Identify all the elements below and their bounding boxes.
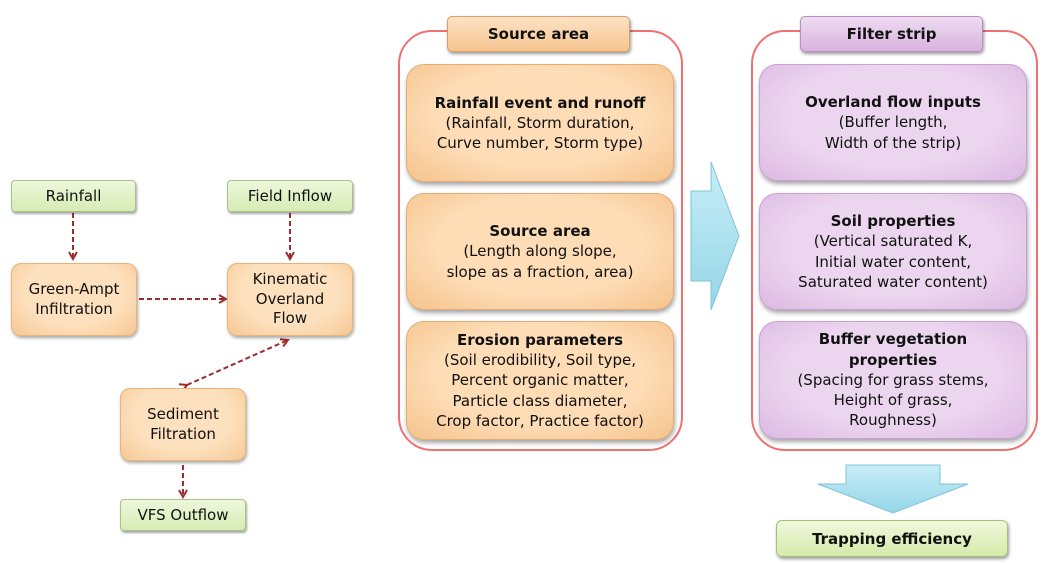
box-title: Buffer vegetation bbox=[818, 330, 968, 349]
sediment-line: Filtration bbox=[150, 424, 216, 443]
box-line: Initial water content, bbox=[815, 252, 971, 271]
down-arrow-icon bbox=[817, 464, 969, 514]
green-ampt-box: Green-Ampt Infiltration bbox=[11, 263, 137, 336]
erosion-parameters-box: Erosion parameters (Soil erodibility, So… bbox=[406, 321, 674, 440]
box-line: Particle class diameter, bbox=[452, 391, 628, 410]
box-title: Rainfall event and runoff bbox=[434, 93, 646, 112]
box-line: (Spacing for grass stems, bbox=[797, 370, 989, 389]
box-title: properties bbox=[848, 350, 938, 369]
rainfall-box: Rainfall bbox=[11, 180, 136, 212]
kinematic-line: Kinematic bbox=[252, 270, 328, 289]
soil-properties-box: Soil properties (Vertical saturated K, I… bbox=[759, 193, 1027, 310]
source-area-header-label: Source area bbox=[487, 25, 590, 43]
box-title: Erosion parameters bbox=[456, 330, 624, 349]
rainfall-label: Rainfall bbox=[45, 187, 102, 205]
trapping-efficiency-box: Trapping efficiency bbox=[776, 520, 1008, 557]
kinematic-overland-flow-box: Kinematic Overland Flow bbox=[227, 263, 353, 336]
field-inflow-label: Field Inflow bbox=[247, 187, 333, 205]
box-line: (Vertical saturated K, bbox=[813, 232, 973, 251]
filter-strip-header-label: Filter strip bbox=[846, 25, 937, 43]
box-title: Source area bbox=[489, 222, 591, 241]
box-line: Crop factor, Practice factor) bbox=[436, 411, 644, 430]
box-title: Overland flow inputs bbox=[805, 93, 981, 112]
source-area-header: Source area bbox=[447, 16, 630, 52]
arrow-kinematic-sediment bbox=[187, 340, 288, 385]
kinematic-line: Overland bbox=[255, 289, 325, 308]
box-line: (Length along slope, bbox=[463, 242, 617, 261]
right-arrow-icon bbox=[690, 161, 740, 311]
green-ampt-line: Green-Ampt bbox=[28, 280, 120, 298]
kinematic-line: Flow bbox=[272, 309, 308, 328]
box-line: Roughness) bbox=[849, 411, 937, 430]
box-line: slope as a fraction, area) bbox=[446, 262, 634, 281]
vfs-outflow-box: VFS Outflow bbox=[120, 499, 246, 531]
box-line: (Soil erodibility, Soil type, bbox=[444, 351, 636, 370]
box-line: Percent organic matter, bbox=[451, 371, 629, 390]
filter-strip-header: Filter strip bbox=[800, 16, 983, 52]
box-line: Saturated water content) bbox=[798, 272, 988, 291]
field-inflow-box: Field Inflow bbox=[227, 180, 353, 212]
source-area-box: Source area (Length along slope, slope a… bbox=[406, 193, 674, 310]
box-line: Height of grass, bbox=[833, 391, 953, 410]
box-title: Soil properties bbox=[830, 212, 956, 230]
sediment-line: Sediment bbox=[147, 405, 219, 423]
buffer-vegetation-box: Buffer vegetation properties (Spacing fo… bbox=[759, 321, 1027, 439]
overland-flow-inputs-box: Overland flow inputs (Buffer length, Wid… bbox=[759, 64, 1027, 181]
trapping-efficiency-label: Trapping efficiency bbox=[812, 529, 972, 548]
green-ampt-line: Infiltration bbox=[35, 299, 113, 318]
rainfall-event-box: Rainfall event and runoff (Rainfall, Sto… bbox=[406, 64, 674, 182]
box-line: Curve number, Storm type) bbox=[436, 134, 644, 153]
vfs-outflow-label: VFS Outflow bbox=[137, 506, 229, 524]
box-line: (Rainfall, Storm duration, bbox=[445, 113, 635, 132]
box-line: Width of the strip) bbox=[824, 133, 962, 152]
box-line: (Buffer length, bbox=[838, 113, 948, 132]
sediment-filtration-box: Sediment Filtration bbox=[120, 388, 246, 461]
